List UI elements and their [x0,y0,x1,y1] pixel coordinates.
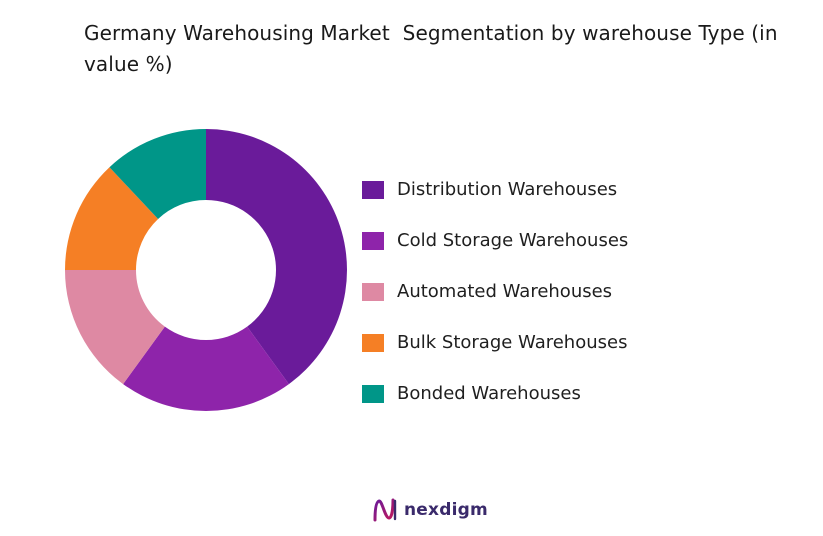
legend-item-distribution: Distribution Warehouses [362,164,628,215]
donut-slice-cold-storage-warehouses [123,326,289,411]
legend-item-bulk-storage: Bulk Storage Warehouses [362,317,628,368]
donut-slice-automated-warehouses [65,270,165,385]
legend-label: Distribution Warehouses [397,179,618,200]
legend-swatch [362,231,384,250]
legend-label: Bulk Storage Warehouses [397,332,628,353]
legend-item-automated: Automated Warehouses [362,266,628,317]
brand-logo: nexdigm [371,496,488,524]
legend-label: Cold Storage Warehouses [397,230,629,251]
donut-slices [65,129,347,411]
legend-item-cold-storage: Cold Storage Warehouses [362,215,628,266]
legend-item-bonded: Bonded Warehouses [362,368,628,419]
legend-label: Bonded Warehouses [397,383,581,404]
legend-swatch [362,333,384,352]
nexdigm-logo-icon [373,498,397,522]
chart-title: Germany Warehousing Market Segmentation … [84,21,785,76]
legend-swatch [362,384,384,403]
legend-swatch [362,282,384,301]
legend-label: Automated Warehouses [397,281,613,302]
brand-name: nexdigm [404,500,488,520]
donut-slice-bulk-storage-warehouses [65,167,159,270]
legend-swatch [362,180,384,199]
donut-slice-bonded-warehouses [109,129,206,219]
donut-slice-distribution-warehouses [206,129,347,385]
chart-legend: Distribution Warehouses Cold Storage War… [362,164,628,419]
